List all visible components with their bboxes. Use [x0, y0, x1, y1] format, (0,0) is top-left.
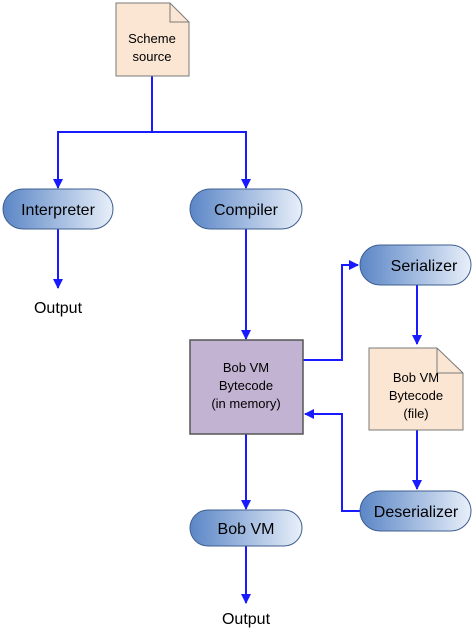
scheme-source-line2: source: [132, 49, 171, 64]
bytecode-file-line2: Bytecode: [389, 388, 443, 403]
bytecode-memory-line2: Bytecode: [219, 378, 273, 393]
node-serializer: Serializer: [359, 244, 472, 286]
node-bytecode-file: Bob VM Bytecode (file): [368, 347, 464, 431]
edge-source-to-compiler: [152, 131, 251, 189]
bytecode-file-line1: Bob VM: [393, 370, 439, 385]
node-bob-vm: Bob VM: [189, 509, 303, 547]
interpreter-shape: [2, 188, 114, 230]
bytecode-file-document-shape: [368, 347, 464, 431]
node-scheme-source: Scheme source: [115, 2, 190, 77]
node-deserializer: Deserializer: [359, 490, 472, 532]
serializer-shape: [359, 244, 472, 286]
compiler-label: Compiler: [214, 202, 279, 219]
scheme-source-line1: Scheme: [128, 31, 176, 46]
bytecode-memory-line3: (in memory): [211, 396, 280, 411]
interpreter-label: Interpreter: [21, 202, 95, 219]
edge-deserializer-to-bytecode: [304, 409, 360, 512]
bytecode-file-fold: [436, 348, 463, 374]
bytecode-memory-line1: Bob VM: [223, 360, 269, 375]
deserializer-shape: [359, 490, 472, 532]
edge-bytecode-to-serializer: [303, 260, 359, 361]
bob-vm-label: Bob VM: [218, 521, 275, 538]
output-interpreter-label: Output: [34, 300, 83, 317]
node-compiler: Compiler: [189, 188, 303, 230]
edges: [53, 76, 422, 604]
node-bytecode-memory: Bob VM Bytecode (in memory): [189, 339, 304, 435]
scheme-source-fold: [169, 3, 189, 23]
bytecode-file-line3: (file): [403, 406, 428, 421]
edge-source-to-interpreter: [53, 131, 152, 189]
bytecode-memory-shape: [189, 339, 304, 435]
bob-vm-shape: [189, 509, 303, 547]
compiler-shape: [189, 188, 303, 230]
node-interpreter: Interpreter: [2, 188, 114, 230]
output-vm-label: Output: [222, 611, 271, 628]
serializer-label: Serializer: [391, 258, 458, 275]
scheme-source-document-shape: [115, 2, 190, 77]
deserializer-label: Deserializer: [374, 504, 459, 521]
